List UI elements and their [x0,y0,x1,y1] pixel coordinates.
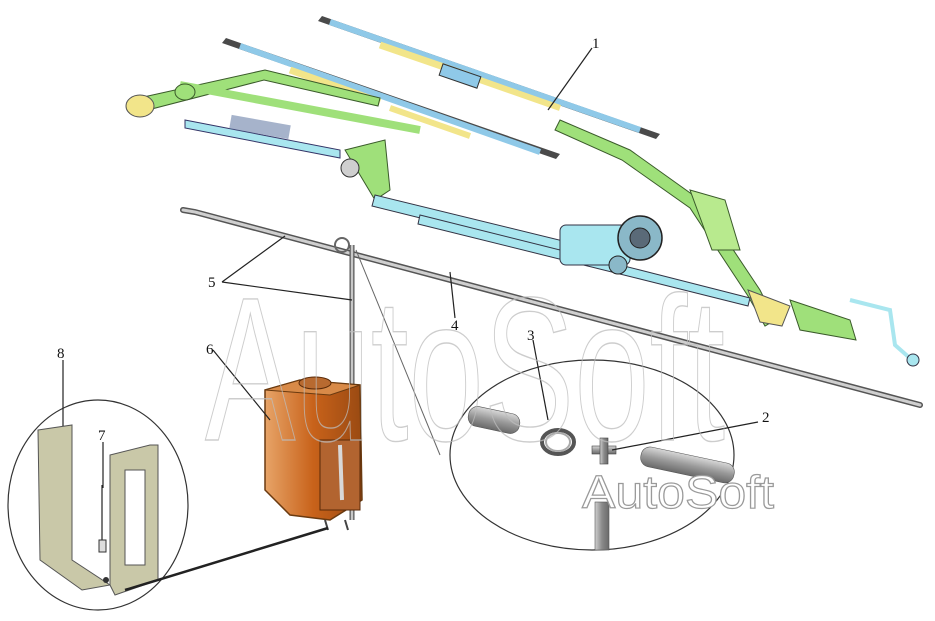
wiper-blade-upper [318,16,660,139]
tee-connector-detail-icon [449,359,735,551]
callout-3: 3 [527,328,535,344]
callout-4: 4 [451,318,459,334]
washer-tube-main [180,207,923,408]
wiper-linkage [340,139,751,307]
washer-tank [264,376,363,531]
wiper-blade-lower [222,38,560,159]
callout-1: 1 [592,36,600,52]
callout-7: 7 [98,428,106,444]
leader-lines [62,47,759,488]
callout-5: 5 [208,275,216,291]
callout-2: 2 [762,410,770,426]
bracket-detail-icon [7,399,329,611]
watermark-small: AutoSoft [582,466,774,518]
wiper-arm-left [125,69,421,159]
wiper-arm-right [554,119,920,367]
callout-8: 8 [57,346,65,362]
watermark-large: AutoSoft [205,255,725,484]
callout-6: 6 [206,342,214,358]
